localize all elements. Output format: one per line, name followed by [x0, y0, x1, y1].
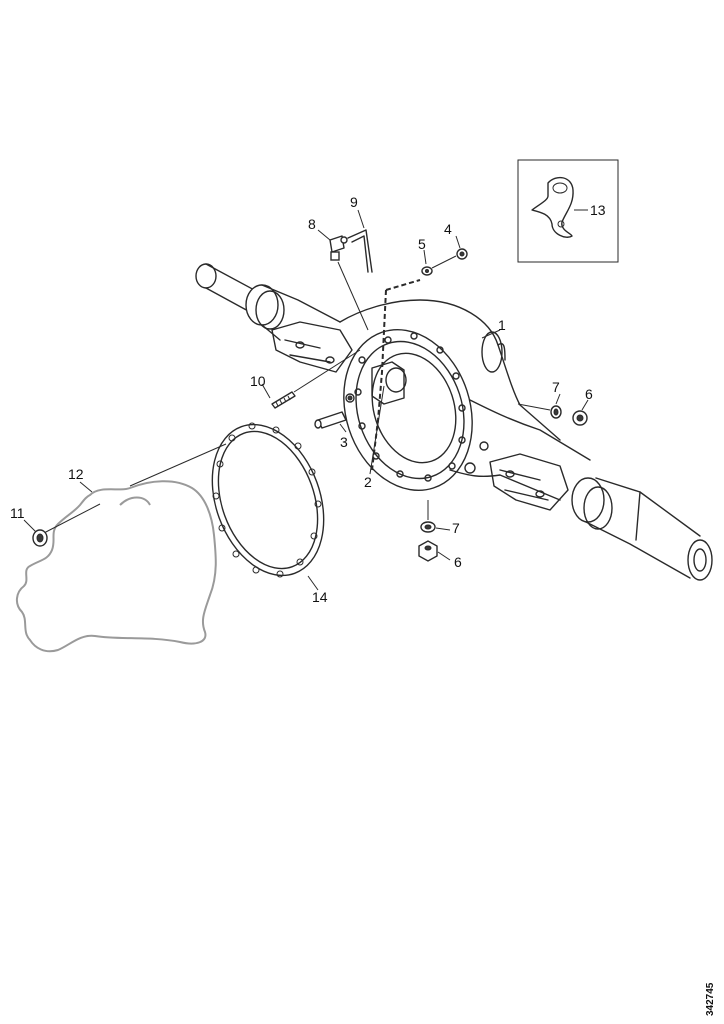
callout-9: 9: [350, 194, 358, 210]
part-4-nut: [456, 248, 468, 260]
inset-detail-box: 13: [517, 159, 619, 263]
callout-12: 12: [68, 466, 84, 482]
callout-8: 8: [308, 216, 316, 232]
callout-11: 11: [10, 505, 25, 521]
callout-13: 13: [590, 202, 606, 218]
part-8-breather-fitting: [329, 235, 348, 261]
part-7-washer-upper: [550, 405, 562, 419]
part-6-nut-lower: [418, 540, 438, 562]
callout-14: 14: [312, 589, 328, 605]
callout-10: 10: [250, 373, 266, 389]
callout-3: 3: [340, 434, 348, 450]
callout-1: 1: [498, 317, 506, 333]
part-6-nut-upper: [572, 410, 588, 426]
callout-7-lower: 7: [452, 520, 460, 536]
axle-housing: [195, 263, 713, 581]
part-10-stud: [271, 391, 296, 409]
part-7-washer-lower: [420, 521, 436, 533]
callout-2: 2: [364, 474, 372, 490]
part-9-breather-hose: [347, 229, 373, 273]
callout-labels: 1 2 3 4 5 6 7 7 6 8 9 10 11 12 14: [10, 194, 593, 605]
part-12-differential-carrier-outline: [16, 480, 217, 653]
callout-7-upper: 7: [552, 379, 560, 395]
part-13-bracket: [531, 176, 574, 238]
part-14-gasket: [211, 422, 325, 578]
callout-6-lower: 6: [454, 554, 462, 570]
callout-4: 4: [444, 221, 452, 237]
part-3-bolt: [314, 393, 355, 429]
part-11-nut: [32, 529, 48, 547]
drawing-number: 342745: [705, 982, 716, 1016]
part-5-washer: [421, 266, 433, 276]
callout-5: 5: [418, 236, 426, 252]
leader-lines: [23, 209, 589, 591]
flange-bolt-holes: [354, 332, 466, 482]
callout-6-upper: 6: [585, 386, 593, 402]
